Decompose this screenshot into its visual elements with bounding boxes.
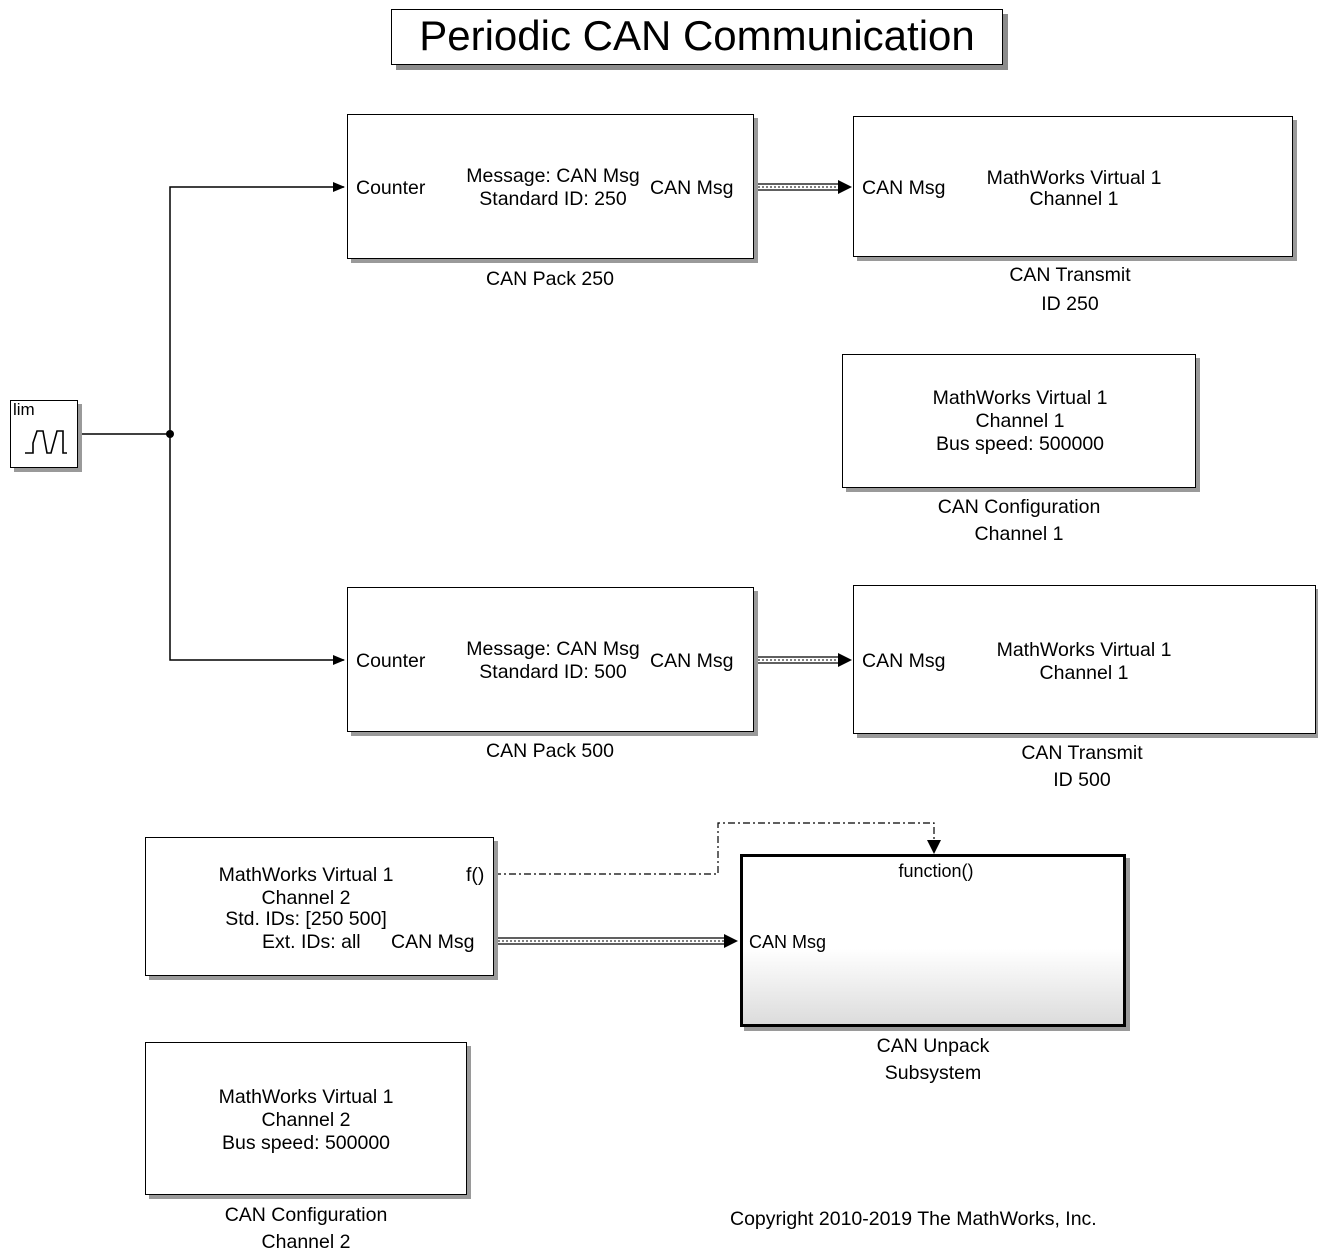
can-unpack-subsystem-block[interactable]: function() CAN Msg (740, 854, 1126, 1027)
channel-label: Channel 1 (975, 410, 1065, 432)
bus-speed-label: Bus speed: 500000 (221, 1132, 391, 1154)
can-transmit-250-block[interactable]: CAN Msg MathWorks Virtual 1 Channel 1 (853, 116, 1293, 257)
can-pack-250-name: CAN Pack 250 (486, 268, 614, 290)
function-call-line[interactable] (494, 822, 941, 875)
can-configuration-2-name-line2: Channel 2 (261, 1231, 351, 1253)
message-label: Message: CAN Msg (466, 165, 640, 187)
counter-signal-line[interactable] (78, 182, 345, 665)
bus-speed-label: Bus speed: 500000 (935, 433, 1105, 455)
can-receive-block[interactable]: MathWorks Virtual 1 Channel 2 Std. IDs: … (145, 837, 494, 976)
can-msg-in-port-label: CAN Msg (862, 177, 946, 199)
can-transmit-500-block[interactable]: CAN Msg MathWorks Virtual 1 Channel 1 (853, 585, 1316, 734)
can-configuration-1-name-line2: Channel 1 (974, 523, 1064, 545)
can-msg-bus-receive[interactable] (494, 934, 738, 948)
can-msg-out-port-label: CAN Msg (650, 650, 734, 672)
counter-port-label: Counter (356, 650, 426, 672)
standard-id-label: Standard ID: 250 (479, 188, 627, 210)
can-pack-500-name: CAN Pack 500 (486, 740, 614, 762)
counter-block-label: lim (13, 400, 35, 419)
can-transmit-500-name-line1: CAN Transmit (1021, 742, 1143, 764)
can-unpack-name-line2: Subsystem (884, 1062, 982, 1084)
can-msg-bus-500[interactable] (754, 653, 852, 667)
copyright-text: Copyright 2010-2019 The MathWorks, Inc. (730, 1208, 1097, 1230)
can-msg-out-port-label: CAN Msg (650, 177, 734, 199)
channel-label: Channel 1 (1029, 188, 1119, 210)
can-transmit-250-name-line2: ID 250 (1041, 293, 1099, 315)
can-unpack-name-line1: CAN Unpack (876, 1035, 990, 1057)
counter-limited-block[interactable]: lim (10, 400, 78, 468)
can-transmit-500-name-line2: ID 500 (1053, 769, 1111, 791)
can-pack-250-block[interactable]: Counter Message: CAN Msg Standard ID: 25… (347, 114, 754, 259)
channel-label: Channel 2 (261, 887, 351, 909)
standard-id-label: Standard ID: 500 (479, 661, 627, 683)
fcn-port-label: f() (466, 864, 485, 886)
can-pack-500-block[interactable]: Counter Message: CAN Msg Standard ID: 50… (347, 587, 754, 732)
can-msg-in-port-label: CAN Msg (749, 932, 827, 952)
can-msg-in-port-label: CAN Msg (862, 650, 946, 672)
device-label: MathWorks Virtual 1 (218, 864, 394, 886)
channel-label: Channel 2 (261, 1109, 351, 1131)
can-configuration-2-block[interactable]: MathWorks Virtual 1 Channel 2 Bus speed:… (145, 1042, 467, 1195)
can-configuration-1-block[interactable]: MathWorks Virtual 1 Channel 1 Bus speed:… (842, 354, 1196, 488)
device-label: MathWorks Virtual 1 (932, 387, 1108, 409)
diagram-title: Periodic CAN Communication (391, 9, 1003, 65)
staircase-icon (25, 430, 67, 454)
can-msg-out-port-label: CAN Msg (391, 931, 475, 953)
channel-label: Channel 1 (1039, 662, 1129, 684)
can-msg-bus-250[interactable] (754, 180, 852, 194)
std-ids-label: Std. IDs: [250 500] (225, 908, 387, 930)
device-label: MathWorks Virtual 1 (986, 167, 1162, 189)
counter-port-label: Counter (356, 177, 426, 199)
device-label: MathWorks Virtual 1 (218, 1086, 394, 1108)
can-configuration-1-name-line1: CAN Configuration (937, 496, 1101, 518)
function-trigger-port-label: function() (898, 861, 974, 881)
message-label: Message: CAN Msg (466, 638, 640, 660)
ext-ids-label: Ext. IDs: all (262, 931, 361, 953)
can-configuration-2-name-line1: CAN Configuration (224, 1204, 388, 1226)
device-label: MathWorks Virtual 1 (996, 639, 1172, 661)
can-transmit-250-name-line1: CAN Transmit (1009, 264, 1131, 286)
